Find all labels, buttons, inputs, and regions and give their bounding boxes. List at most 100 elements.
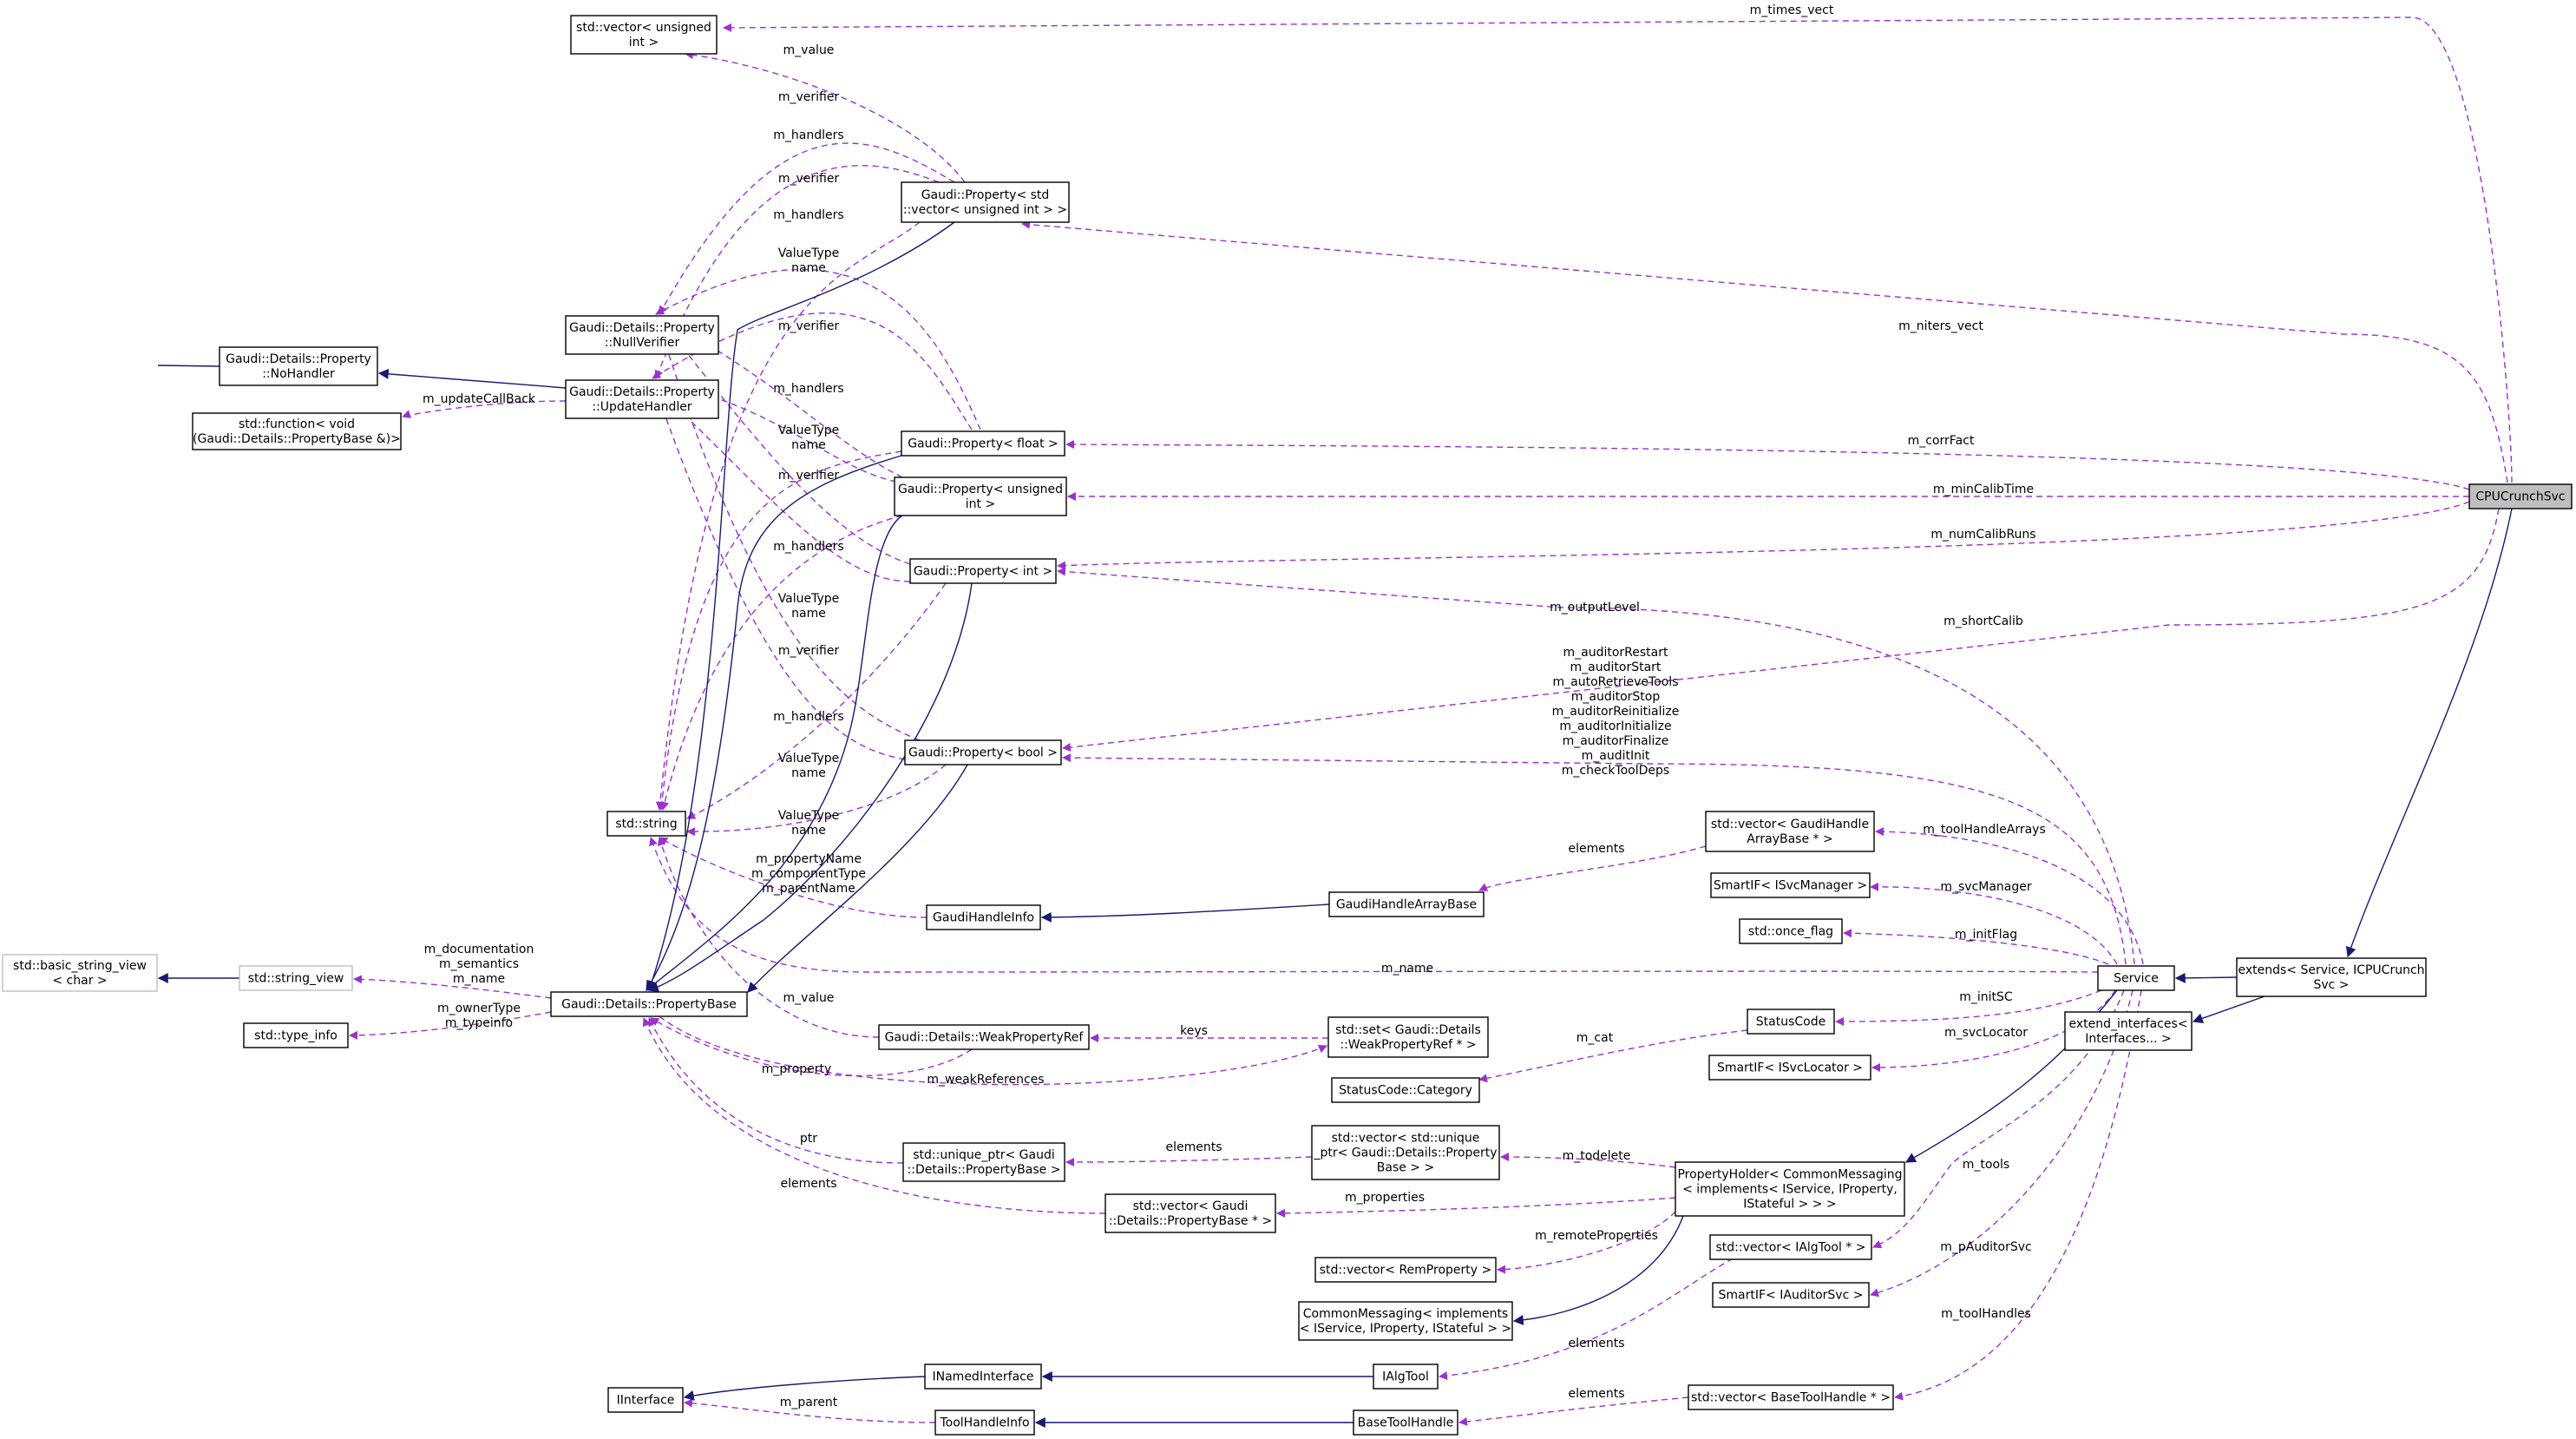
- usage-edge-vu_valuetype: [655, 221, 921, 811]
- node-std-string[interactable]: std::string: [606, 811, 686, 837]
- edge-label-un_handlers: m_handlers: [773, 382, 843, 396]
- node-nohandler[interactable]: Gaudi::Details::Property::NoHandler: [219, 346, 378, 386]
- node-property-holder[interactable]: PropertyHolder< CommonMessaging< impleme…: [1675, 1161, 1905, 1217]
- edge-label-m_numCalibRuns: m_numCalibRuns: [1930, 528, 2035, 542]
- usage-edge-elements_uptr: [1065, 1156, 1313, 1166]
- usage-edge-m_toolHandles: [1894, 989, 2142, 1401]
- node-label: IInterface: [617, 1394, 675, 1408]
- node-std-function[interactable]: std::function< void(Gaudi::Details::Prop…: [192, 412, 402, 450]
- node-label: Gaudi::Property< bool >: [908, 746, 1058, 760]
- node-smartif-svclocator[interactable]: SmartIF< ISvcLocator >: [1708, 1055, 1871, 1081]
- usage-edge-m_parent: [684, 1398, 936, 1423]
- node-label: std::basic_string_view< char >: [13, 959, 147, 988]
- node-smartif-svcmgr[interactable]: SmartIF< ISvcManager >: [1710, 872, 1871, 898]
- inheritance-edge-55: [646, 515, 903, 991]
- node-label: CommonMessaging< implements< IService, I…: [1300, 1307, 1511, 1336]
- node-tool-handle-info[interactable]: ToolHandleInfo: [934, 1409, 1035, 1436]
- edge-label-m_name: m_name: [1381, 962, 1433, 976]
- edge-label-m_outputLevel: m_outputLevel: [1550, 601, 1640, 614]
- usage-edge-m_toolHandleArrays: [1875, 827, 2144, 965]
- usage-edge-m_weakReferences: [659, 1015, 1327, 1086]
- node-vec-propbase-ptr[interactable]: std::vector< Gaudi::Details::PropertyBas…: [1104, 1193, 1276, 1233]
- node-basic-string-view[interactable]: std::basic_string_view< char >: [2, 954, 158, 992]
- usage-edge-m_initFlag: [1843, 929, 2109, 965]
- edge-label-keys: keys: [1180, 1024, 1208, 1038]
- node-smartif-auditor[interactable]: SmartIF< IAuditorSvc >: [1712, 1282, 1870, 1308]
- edge-label-elements_gha: elements: [1568, 842, 1624, 856]
- node-common-messaging[interactable]: CommonMessaging< implements< IService, I…: [1298, 1301, 1513, 1341]
- usage-edge-m_svcLocator: [1871, 989, 2116, 1072]
- usage-edge-m_initSC: [1835, 989, 2102, 1026]
- edge-label-m_cat: m_cat: [1576, 1031, 1614, 1045]
- node-label: Gaudi::Details::Property::UpdateHandler: [569, 385, 715, 414]
- node-vec-remproperty[interactable]: std::vector< RemProperty >: [1314, 1257, 1497, 1283]
- node-ialgtool[interactable]: IAlgTool: [1373, 1363, 1439, 1390]
- node-inamed-interface[interactable]: INamedInterface: [924, 1363, 1042, 1390]
- node-vec-base-tool-handle[interactable]: std::vector< BaseToolHandle * >: [1688, 1384, 1894, 1410]
- node-weak-property-ref[interactable]: Gaudi::Details::WeakPropertyRef: [878, 1024, 1090, 1050]
- edge-label-m_property: m_property: [762, 1062, 832, 1076]
- usage-edge-m_niters_vect: [1021, 220, 2508, 483]
- node-null-verifier[interactable]: Gaudi::Details::Property::NullVerifier: [565, 315, 719, 355]
- node-gaudi-handle-info[interactable]: GaudiHandleInfo: [926, 904, 1041, 930]
- usage-edge-elements_bth: [1458, 1396, 1689, 1426]
- usage-edge-m_shortCalib: [1062, 508, 2500, 752]
- usage-edge-pb_strings: [353, 975, 552, 999]
- node-label: PropertyHolder< CommonMessaging< impleme…: [1677, 1168, 1902, 1212]
- node-label: SmartIF< IAuditorSvc >: [1719, 1289, 1864, 1303]
- node-label: std::unique_ptr< Gaudi::Details::Propert…: [908, 1148, 1061, 1177]
- edge-label-f_verifier: m_verifier: [778, 172, 840, 186]
- node-label: BaseToolHandle: [1358, 1416, 1454, 1430]
- node-prop-vec-uint[interactable]: Gaudi::Property< std::vector< unsigned i…: [901, 181, 1070, 223]
- usage-edge-elements_ialg: [1439, 1234, 1792, 1381]
- node-update-handler[interactable]: Gaudi::Details::Property::UpdateHandler: [565, 379, 719, 419]
- usage-edge-m_property: [650, 1017, 973, 1077]
- node-service[interactable]: Service: [2097, 965, 2175, 991]
- node-label: std::string: [615, 818, 677, 831]
- node-label: Service: [2114, 972, 2159, 986]
- node-extend-interfaces[interactable]: extend_interfaces<Interfaces... >: [2064, 1011, 2193, 1051]
- node-label: CPUCrunchSvc: [2475, 490, 2565, 504]
- inheritance-edge-64: [1512, 1215, 1684, 1325]
- usage-edge-f_handlers: [652, 312, 973, 430]
- node-vec-unique-ptr[interactable]: std::vector< std::unique_ptr< Gaudi::Det…: [1311, 1125, 1500, 1180]
- node-set-weak[interactable]: std::set< Gaudi::Details::WeakPropertyRe…: [1327, 1016, 1489, 1058]
- node-vec-ialgtool[interactable]: std::vector< IAlgTool * >: [1709, 1234, 1872, 1260]
- edge-label-f_handlers: m_handlers: [773, 208, 843, 222]
- node-prop-float[interactable]: Gaudi::Property< float >: [901, 430, 1065, 457]
- usage-edge-m_updateCallBack: [402, 400, 567, 418]
- node-base-tool-handle[interactable]: BaseToolHandle: [1353, 1409, 1458, 1436]
- node-property-base[interactable]: Gaudi::Details::PropertyBase: [550, 991, 748, 1017]
- node-label: std::vector< std::unique_ptr< Gaudi::Det…: [1313, 1132, 1497, 1175]
- usage-edge-f_valuetype: [657, 450, 902, 811]
- node-type-info[interactable]: std::type_info: [243, 1022, 349, 1048]
- node-prop-bool[interactable]: Gaudi::Property< bool >: [904, 739, 1062, 765]
- inheritance-edge-53: [646, 221, 955, 992]
- node-label: Gaudi::Property< int >: [914, 565, 1052, 579]
- node-status-code-category[interactable]: StatusCode::Category: [1331, 1077, 1480, 1103]
- node-gaudi-handle-array-base[interactable]: GaudiHandleArrayBase: [1328, 891, 1485, 917]
- node-string-view[interactable]: std::string_view: [239, 965, 353, 991]
- node-once-flag[interactable]: std::once_flag: [1739, 918, 1843, 944]
- usage-edge-f_verifier: [655, 268, 981, 430]
- node-cpucrunch[interactable]: CPUCrunchSvc: [2468, 483, 2573, 509]
- node-label: std::vector< Gaudi::Details::PropertyBas…: [1109, 1199, 1272, 1228]
- edge-label-elements_pb: elements: [780, 1177, 836, 1191]
- edge-label-m_value: m_value: [783, 43, 835, 57]
- node-iinterface[interactable]: IInterface: [607, 1387, 684, 1413]
- node-label: GaudiHandleInfo: [933, 911, 1034, 925]
- usage-edge-b_handlers: [652, 384, 906, 760]
- usage-edge-m_ownerType: [349, 1011, 552, 1040]
- node-prop-int[interactable]: Gaudi::Property< int >: [909, 558, 1057, 584]
- usage-edge-m_properties: [1276, 1197, 1676, 1218]
- node-status-code[interactable]: StatusCode: [1747, 1009, 1835, 1035]
- node-unique-ptr[interactable]: std::unique_ptr< Gaudi::Details::Propert…: [902, 1142, 1065, 1182]
- usage-edge-m_pAuditorSvc: [1870, 989, 2134, 1298]
